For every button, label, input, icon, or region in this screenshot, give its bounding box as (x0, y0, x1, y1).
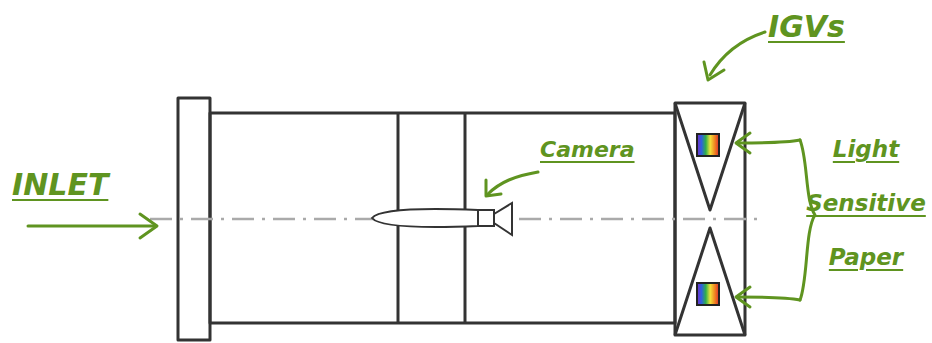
igv-vane (675, 103, 745, 210)
inlet-label: INLET (12, 168, 108, 201)
leader-arrows (28, 32, 815, 307)
camera-label: Camera (540, 138, 635, 162)
camera-probe (372, 203, 512, 235)
paper-label: Light Sensitive Paper (806, 122, 926, 284)
light-sensitive-paper (697, 134, 719, 305)
igvs-label: IGVs (768, 10, 845, 43)
igv-vane (675, 228, 745, 335)
